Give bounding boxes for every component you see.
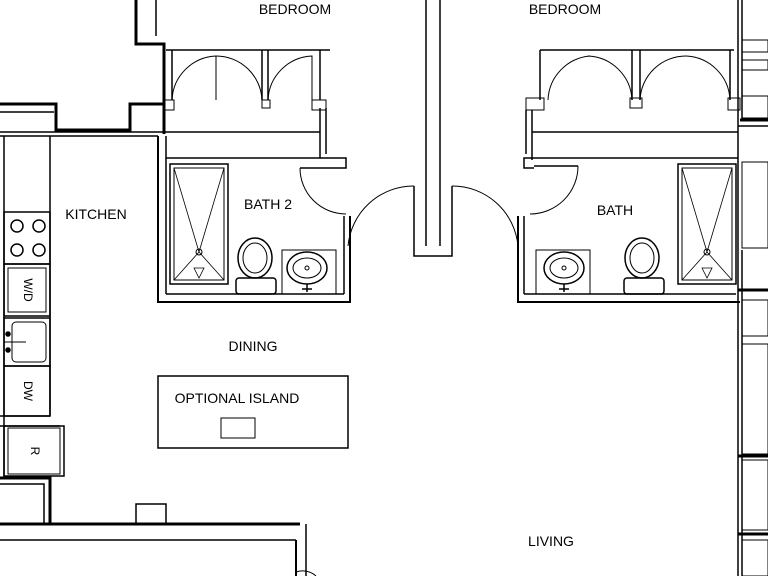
left-bedroom-closets [163,49,330,158]
kitchen-sink [3,317,51,367]
bath-toilet [623,237,665,295]
central-partition [347,0,519,257]
left-lower-wall [0,476,317,576]
right-lower-wall [737,160,768,576]
optional-island [157,375,349,449]
refrigerator [3,425,65,477]
dishwasher-label: DW [21,381,35,402]
washer-dryer-label: W/D [21,278,35,302]
right-bedroom-closets [525,49,741,160]
living-label: LIVING [528,533,574,549]
kitchen-label: KITCHEN [65,206,126,222]
left-exterior-wall [0,0,166,137]
bath2-toilet [235,237,277,295]
dishwasher [3,365,51,417]
bedroom-right-label: BEDROOM [529,1,601,17]
bath-sink [535,249,591,295]
bath2-shower [169,163,229,285]
bath2-label: BATH 2 [244,196,292,212]
optional-island-label: OPTIONAL ISLAND [175,390,300,406]
washer-dryer [3,263,51,317]
bath-label: BATH [597,202,633,218]
right-exterior-wall [737,0,768,160]
refrigerator-label: R [28,447,42,456]
cooktop [3,211,51,265]
bath2-walls [157,136,351,303]
bedroom-left-label: BEDROOM [259,1,331,17]
bath-shower [677,163,737,285]
bath2-sink [281,249,337,295]
dining-label: DINING [229,338,278,354]
